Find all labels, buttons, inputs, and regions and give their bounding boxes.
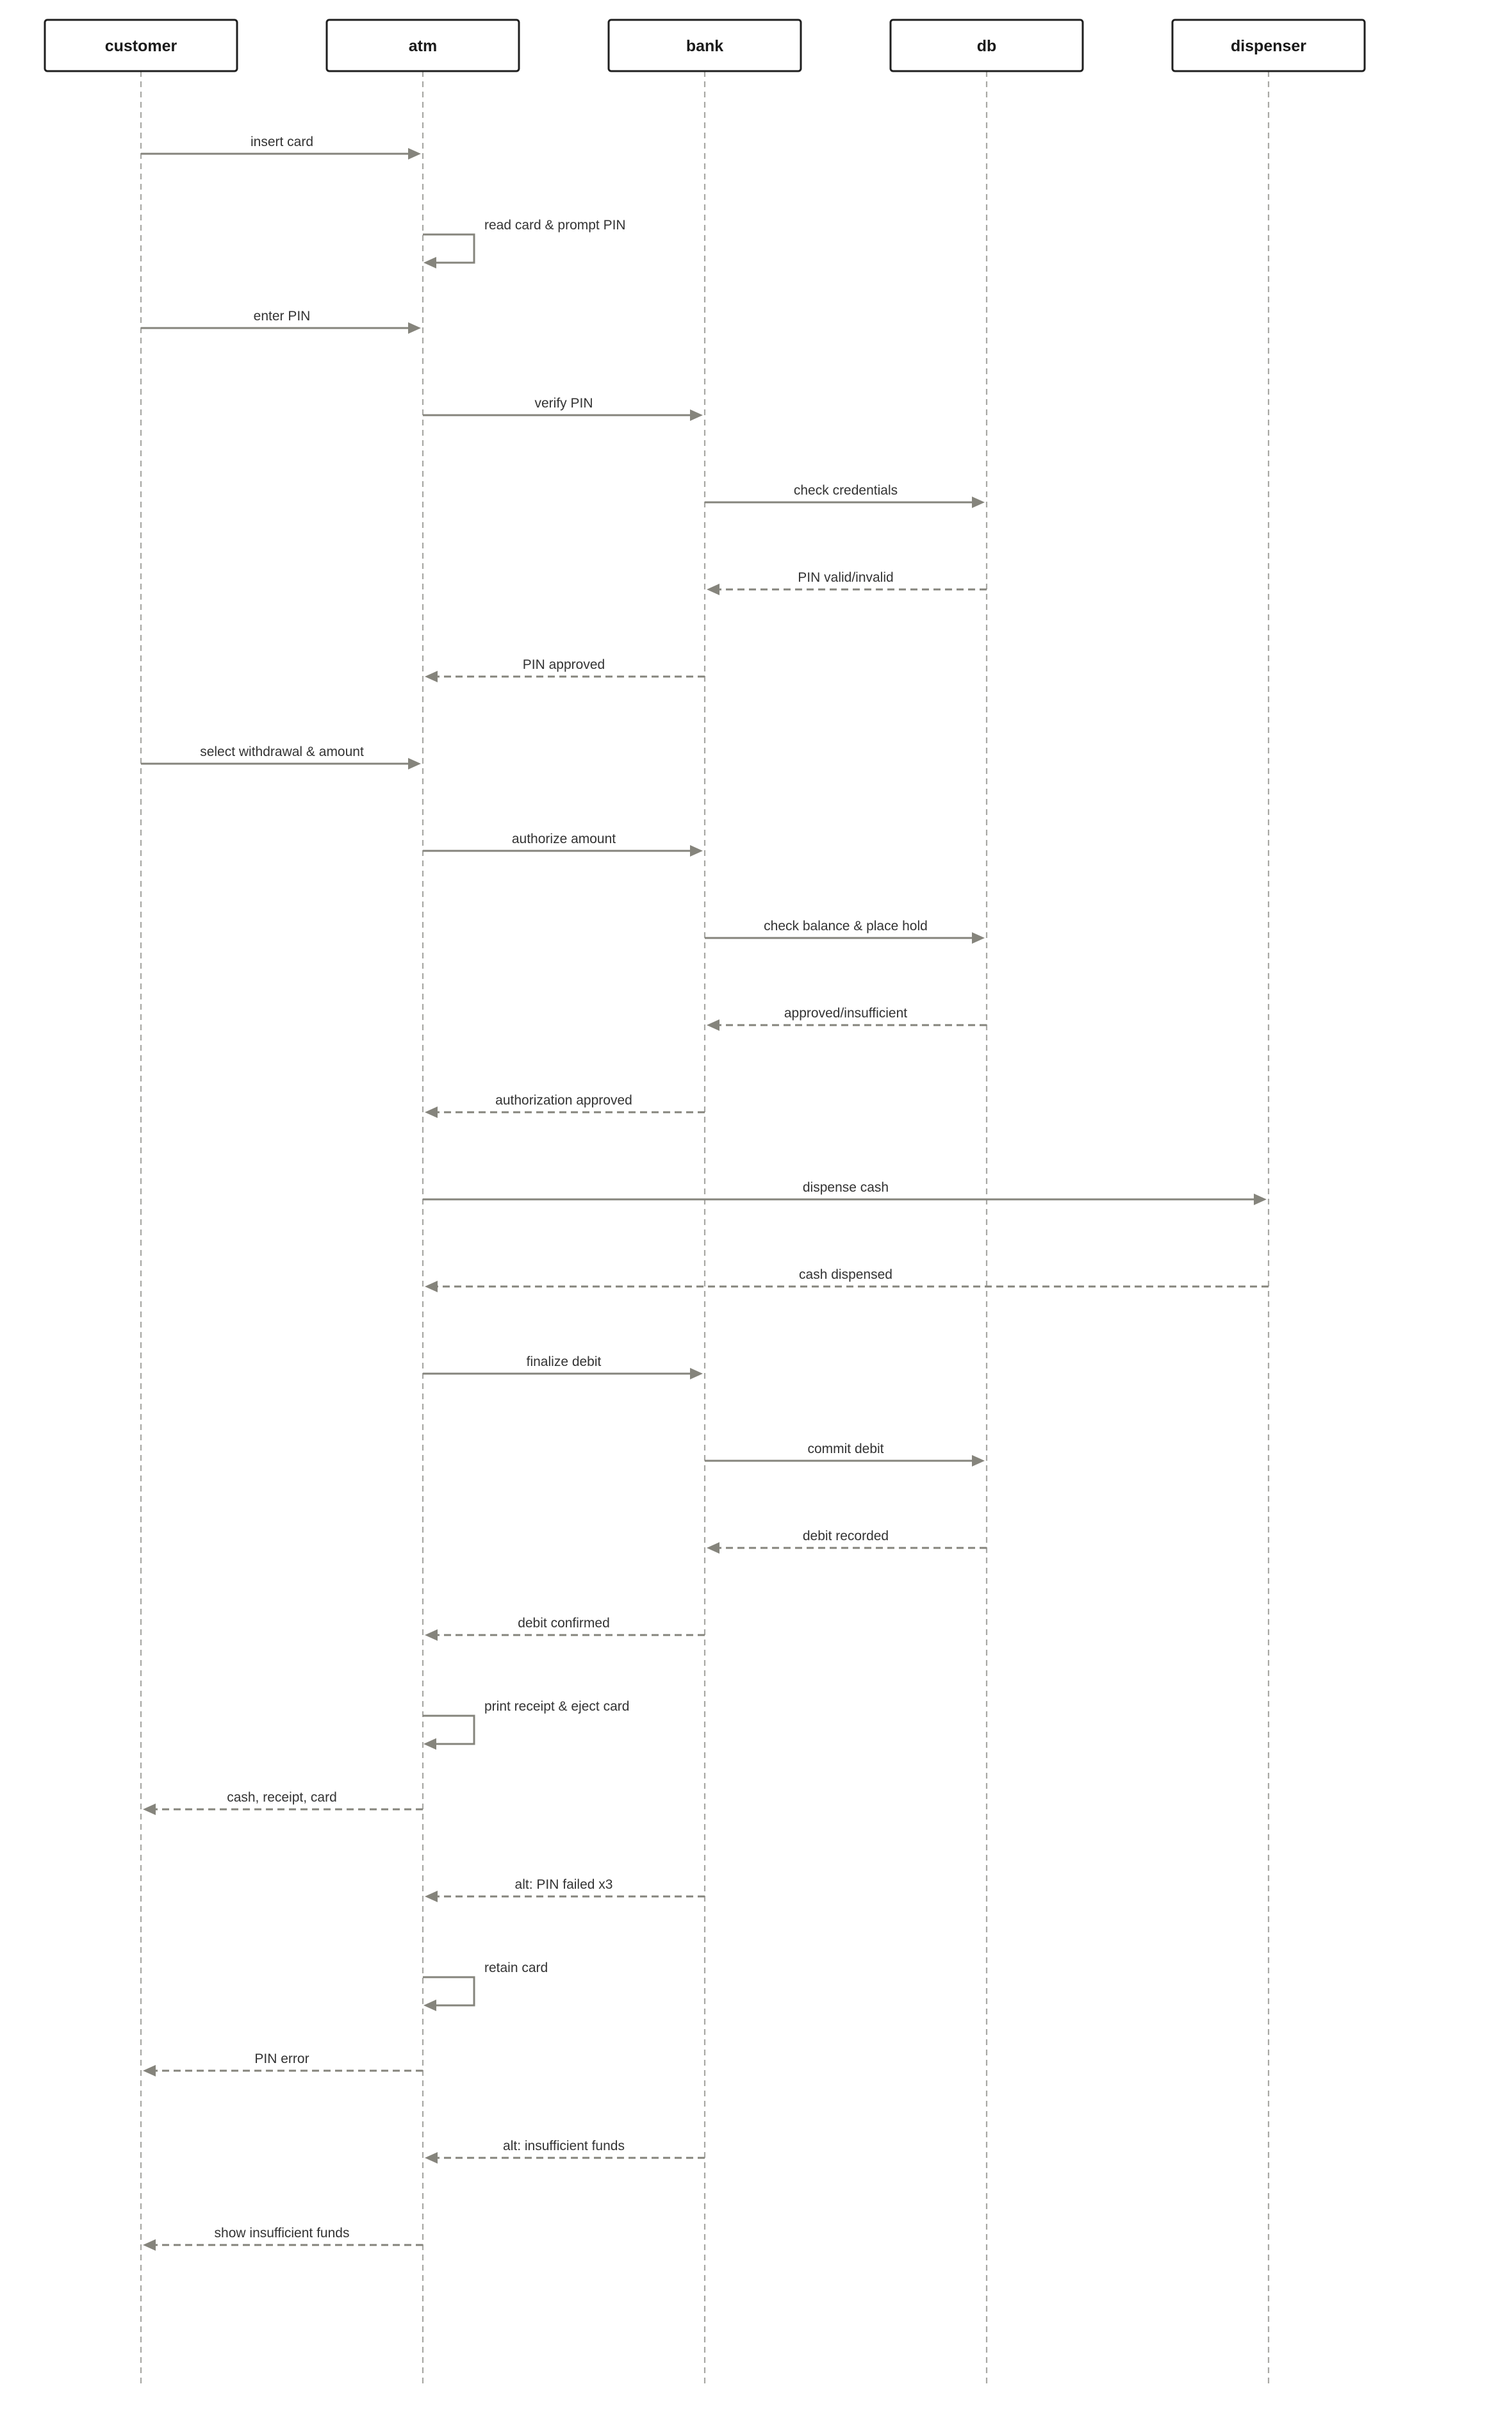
participants: customer atm bank db dispenser <box>44 19 1366 72</box>
message-label: cash dispensed <box>799 1267 892 1282</box>
message-label: dispense cash <box>803 1180 889 1195</box>
message-3: enter PIN <box>141 309 421 334</box>
participant-atm: atm <box>325 19 520 72</box>
participant-box-db <box>889 19 1084 72</box>
message-24: alt: insufficient funds <box>425 2139 705 2164</box>
message-label: read card & prompt PIN <box>484 218 626 233</box>
arrowhead-icon <box>408 758 421 769</box>
message-10: check balance & place hold <box>705 919 985 944</box>
message-label: print receipt & eject card <box>484 1699 629 1714</box>
message-13: dispense cash <box>423 1180 1267 1205</box>
lifelines <box>140 71 1270 2387</box>
message-label: authorization approved <box>495 1093 632 1108</box>
message-label: verify PIN <box>534 396 593 411</box>
message-label: PIN error <box>254 2051 309 2066</box>
participant-dispenser: dispenser <box>1171 19 1366 72</box>
arrowhead-icon <box>143 2065 156 2076</box>
participant-label-customer: customer <box>105 37 177 55</box>
message-label: authorize amount <box>512 832 616 846</box>
arrowhead-icon <box>690 845 703 857</box>
arrowhead-icon <box>707 1542 719 1554</box>
message-line <box>423 1714 475 1745</box>
message-1: insert card <box>141 135 421 160</box>
arrowhead-icon <box>423 2000 436 2011</box>
message-label: approved/insufficient <box>784 1006 907 1021</box>
message-label: cash, receipt, card <box>227 1790 337 1805</box>
arrowhead-icon <box>1254 1194 1267 1205</box>
participant-bank: bank <box>607 19 802 72</box>
message-label: enter PIN <box>254 309 311 324</box>
message-12: authorization approved <box>425 1093 705 1118</box>
participant-customer: customer <box>44 19 238 72</box>
message-line <box>423 233 475 264</box>
message-label: select withdrawal & amount <box>200 744 364 759</box>
message-21: alt: PIN failed x3 <box>425 1877 705 1902</box>
message-4: verify PIN <box>423 396 703 421</box>
message-label: alt: insufficient funds <box>503 2139 625 2153</box>
arrowhead-icon <box>707 1019 719 1031</box>
arrowhead-icon <box>425 1891 438 1902</box>
message-16: commit debit <box>705 1442 985 1467</box>
arrowhead-icon <box>423 1738 436 1750</box>
message-label: debit recorded <box>803 1529 889 1543</box>
participant-box-dispenser <box>1171 19 1366 72</box>
arrowhead-icon <box>408 148 421 160</box>
message-label: alt: PIN failed x3 <box>515 1877 613 1892</box>
message-label: finalize debit <box>527 1354 602 1369</box>
participant-box-customer <box>44 19 238 72</box>
message-label: PIN valid/invalid <box>798 570 893 585</box>
participant-label-atm: atm <box>409 37 437 55</box>
arrowhead-icon <box>423 257 436 268</box>
arrowhead-icon <box>425 2152 438 2164</box>
message-14: cash dispensed <box>425 1267 1269 1292</box>
arrowhead-icon <box>425 1281 438 1292</box>
message-label: check balance & place hold <box>764 919 928 933</box>
message-label: PIN approved <box>523 657 605 672</box>
participant-label-dispenser: dispenser <box>1231 37 1306 55</box>
arrowhead-icon <box>707 584 719 595</box>
participant-label-bank: bank <box>686 37 723 55</box>
arrowhead-icon <box>425 1629 438 1641</box>
message-label: show insufficient funds <box>215 2226 350 2240</box>
message-23: PIN error <box>143 2051 423 2076</box>
message-label: commit debit <box>807 1442 883 1456</box>
message-20: cash, receipt, card <box>143 1790 423 1815</box>
arrowhead-icon <box>972 1455 985 1467</box>
arrowhead-icon <box>972 932 985 944</box>
arrowhead-icon <box>972 497 985 508</box>
message-19: print receipt & eject card <box>423 1699 629 1750</box>
message-label: retain card <box>484 1961 548 1975</box>
message-2: read card & prompt PIN <box>423 218 626 268</box>
message-18: debit confirmed <box>425 1616 705 1641</box>
participant-label-db: db <box>977 37 997 55</box>
message-22: retain card <box>423 1961 548 2011</box>
arrowhead-icon <box>690 1368 703 1379</box>
message-15: finalize debit <box>423 1354 703 1379</box>
message-6: PIN valid/invalid <box>707 570 987 595</box>
message-8: select withdrawal & amount <box>141 744 421 769</box>
message-label: insert card <box>251 135 313 149</box>
message-11: approved/insufficient <box>707 1006 987 1031</box>
message-17: debit recorded <box>707 1529 987 1554</box>
message-label: debit confirmed <box>518 1616 610 1631</box>
message-5: check credentials <box>705 483 985 508</box>
arrowhead-icon <box>690 409 703 421</box>
arrowhead-icon <box>425 1106 438 1118</box>
message-25: show insufficient funds <box>143 2226 423 2251</box>
message-line <box>423 1976 475 2007</box>
arrowhead-icon <box>425 671 438 682</box>
messages: insert card read card & prompt PIN enter P… <box>141 135 1269 2251</box>
message-9: authorize amount <box>423 832 703 857</box>
participant-box-bank <box>607 19 802 72</box>
arrowhead-icon <box>143 2239 156 2251</box>
arrowhead-icon <box>143 1804 156 1815</box>
message-7: PIN approved <box>425 657 705 682</box>
message-label: check credentials <box>794 483 898 498</box>
participant-db: db <box>889 19 1084 72</box>
arrowhead-icon <box>408 322 421 334</box>
participant-box-atm <box>325 19 520 72</box>
